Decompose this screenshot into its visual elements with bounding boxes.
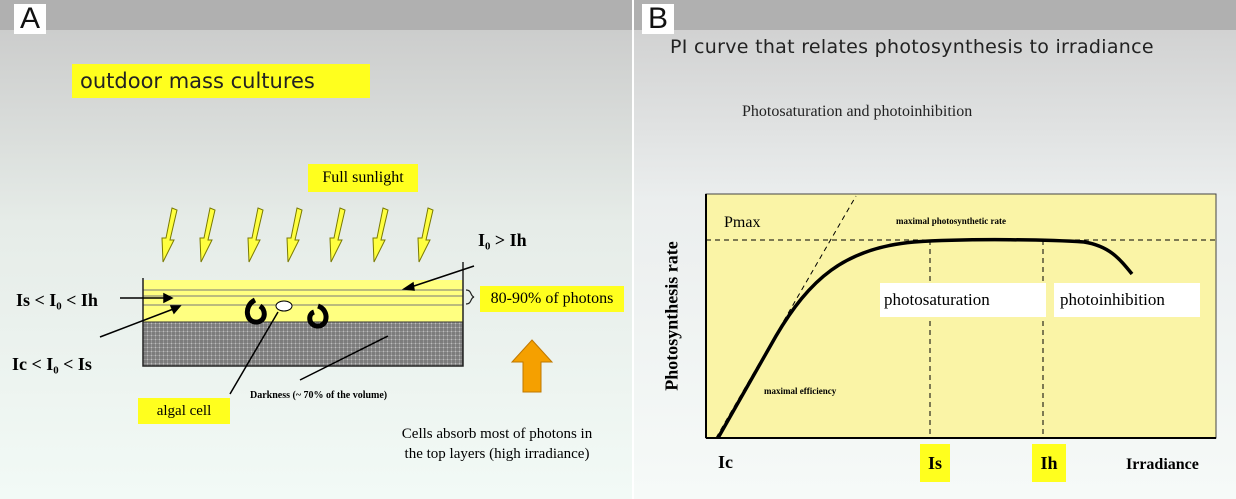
circulation-arrows	[245, 297, 329, 329]
sun-arrow-5-icon	[329, 207, 346, 263]
pi-curve-chart	[705, 193, 1217, 439]
sun-arrow-4-icon	[286, 207, 303, 263]
panel-b: B PI curve that relates photosynthesis t…	[634, 0, 1236, 499]
culture-vessel	[142, 262, 475, 367]
darkness-label: Darkness (~ 70% of the volume)	[250, 390, 388, 401]
full-sunlight-label: Full sunlight	[308, 164, 418, 192]
sunlight-arrows	[161, 207, 434, 263]
tick-is: Is	[920, 444, 950, 482]
x-axis-label: Irradiance	[1126, 456, 1199, 473]
panel-letter-b: B	[642, 4, 675, 34]
sun-arrow-7-icon	[417, 207, 434, 263]
pointer-lines	[99, 265, 475, 395]
chart-subtitle: Photosaturation and photoinhibition	[742, 103, 973, 120]
caption-line-1: Cells absorb most of photons in	[401, 426, 593, 442]
photoinhibition-label: photoinhibition	[1054, 283, 1200, 317]
sun-arrow-1-icon	[161, 207, 178, 263]
photosaturation-label: photosaturation	[880, 283, 1046, 317]
sun-arrow-6-icon	[372, 207, 389, 263]
algal-cell-label: algal cell	[138, 398, 230, 424]
chart-title: PI curve that relates photosynthesis to …	[670, 36, 1154, 58]
panel-a: A outdoor mass cultures Full sunlight	[0, 0, 632, 499]
rotation-arrow-right-icon	[307, 303, 329, 329]
dark-layer	[143, 322, 463, 366]
culture-diagram	[99, 207, 554, 395]
caption: Cells absorb most of photons in the top …	[372, 424, 622, 464]
pi-curve	[716, 237, 1134, 439]
pmax-label: Pmax	[724, 214, 761, 231]
brace-icon	[465, 289, 475, 305]
y-axis-label: Photosynthesis rate	[661, 241, 682, 391]
top-bar-b	[634, 0, 1236, 30]
up-arrow-icon	[510, 339, 554, 393]
top-bar	[0, 0, 632, 30]
sun-arrow-2-icon	[199, 207, 216, 263]
rotation-arrow-left-icon	[245, 297, 267, 325]
panel-letter-a: A	[14, 4, 47, 34]
maximal-efficiency-label: maximal efficiency	[764, 386, 837, 396]
y-axis-label-box: Photosynthesis rate	[652, 216, 692, 416]
algal-cell-icon	[275, 300, 293, 312]
title-outdoor-cultures: outdoor mass cultures	[72, 64, 370, 98]
caption-line-2: the top layers (high irradiance)	[404, 446, 590, 462]
label-ic-io-is: Ic < I₀ < Is	[12, 354, 92, 374]
tick-ih: Ih	[1032, 444, 1066, 482]
label-is-io-ih: Is < I₀ < Ih	[16, 290, 98, 310]
photons-label: 80-90% of photons	[480, 286, 624, 312]
maximal-rate-label: maximal photosynthetic rate	[896, 216, 1006, 226]
tick-ic: Ic	[718, 452, 733, 472]
sun-arrow-3-icon	[247, 207, 264, 263]
label-io-greater-ih: I₀ > Ih	[478, 230, 527, 250]
